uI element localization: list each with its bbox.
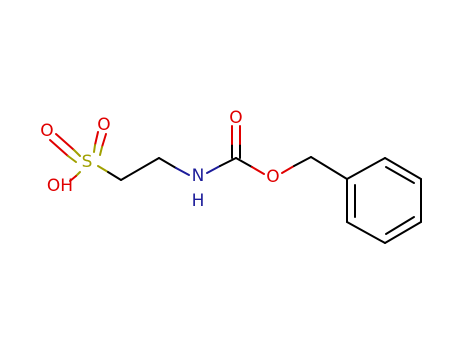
ring-bond-4 — [384, 221, 422, 244]
ester-oxygen-label: O — [266, 167, 279, 187]
amine-hydrogen-label: H — [192, 191, 205, 211]
ring-bond-1 — [346, 157, 386, 180]
bond-s-o1-a-s — [73, 149, 81, 157]
bond-c3-oester — [235, 157, 253, 168]
carbonyl-oxygen-label: O — [229, 108, 242, 128]
ring-bond-5 — [346, 221, 386, 244]
sulfur-label: S — [82, 152, 93, 172]
atom-label-group: O O S OH N H O O — [40, 108, 279, 211]
sulfonyl-oxygen-label-2: O — [97, 115, 110, 135]
bond-s-oh-o — [69, 175, 77, 182]
sulfonyl-oxygen-label-1: O — [40, 121, 53, 141]
ring-bond-2 — [384, 157, 422, 180]
bond-s-c1 — [107, 171, 122, 181]
bond-s-o2-a-s — [93, 144, 96, 153]
bond-s-o2-b-s — [99, 146, 103, 156]
ring-double-bond-1 — [385, 166, 415, 184]
bond-s-o1-a — [55, 133, 75, 151]
bond-oester-c4 — [293, 156, 312, 167]
bond-s-o2-a — [94, 131, 99, 146]
bond-c1-c2 — [120, 157, 160, 181]
ring-double-bond-2 — [385, 216, 415, 235]
bond-c3-oester-o — [251, 166, 265, 175]
bond-group — [49, 125, 422, 244]
bond-oester-c4-o — [281, 165, 295, 174]
hydroxyl-label: OH — [47, 176, 73, 196]
bond-n-c3 — [219, 157, 237, 167]
bond-c4-ring — [310, 156, 348, 180]
bond-n-c3-n — [206, 165, 221, 174]
bond-s-o1-b — [49, 139, 69, 157]
bond-s-o1-b-s — [67, 155, 77, 163]
bond-s-c1-s — [97, 165, 109, 173]
bond-c2-n — [158, 157, 177, 169]
bond-s-o2-b — [101, 133, 107, 148]
bond-c2-n-n — [175, 167, 190, 176]
amine-nitrogen-label: N — [192, 166, 205, 186]
